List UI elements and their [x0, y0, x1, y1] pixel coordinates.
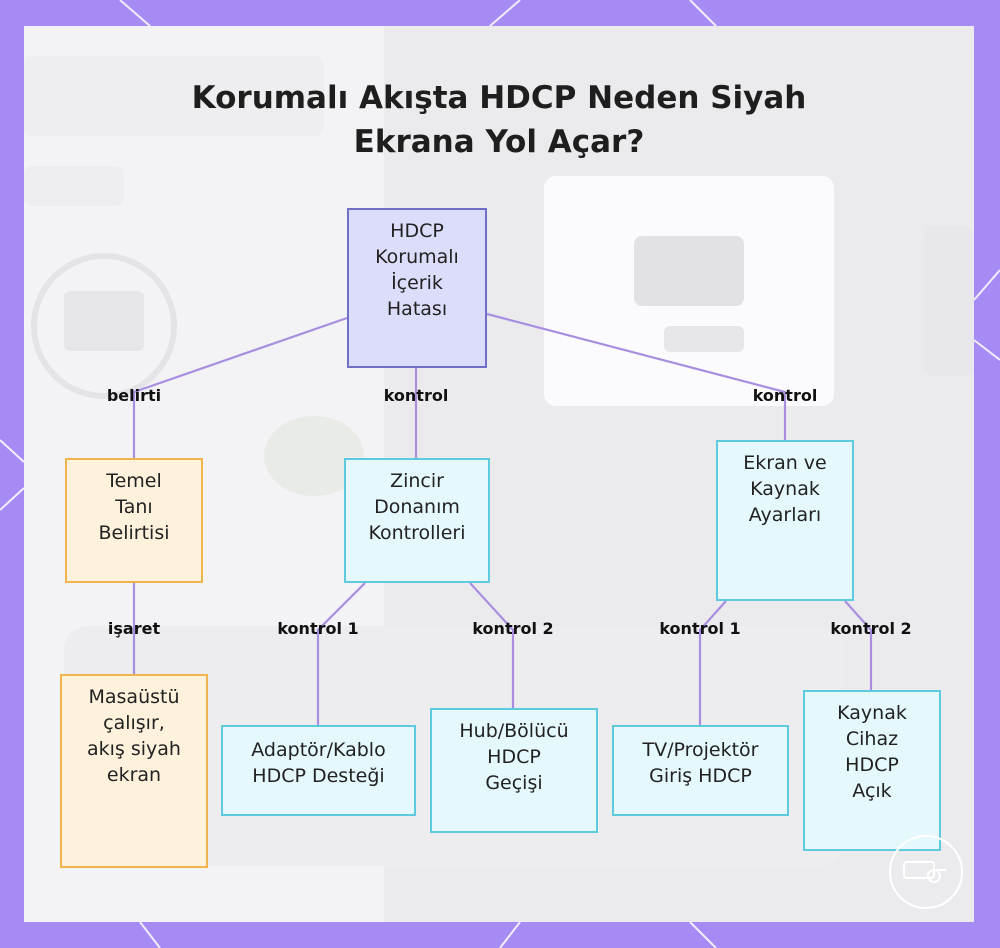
node-display-source-settings: Ekran ve Kaynak Ayarları: [716, 440, 854, 601]
edge-label-display-source: kontrol 2: [830, 619, 911, 638]
edge-root-symptom: [134, 318, 347, 458]
edge-root-display: [487, 314, 785, 440]
edge-label-chain-adapter: kontrol 1: [277, 619, 358, 638]
node-adapter-cable: Adaptör/Kablo HDCP Desteği: [221, 725, 416, 816]
edge-label-root-display: kontrol: [753, 386, 818, 405]
node-root-hdcp-error: HDCP Korumalı İçerik Hatası: [347, 208, 487, 368]
edge-label-chain-hub: kontrol 2: [472, 619, 553, 638]
node-source-device: Kaynak Cihaz HDCP Açık: [803, 690, 941, 851]
edge-label-belirti: belirti: [107, 386, 161, 405]
edge-chain-hub: [470, 583, 513, 708]
node-basic-symptom: Temel Tanı Belirtisi: [65, 458, 203, 583]
edge-display-source: [845, 601, 871, 690]
node-tv-projector: TV/Projektör Giriş HDCP: [612, 725, 789, 816]
corner-logo-icon: [884, 834, 968, 910]
node-chain-hardware: Zincir Donanım Kontrolleri: [344, 458, 490, 583]
edge-label-isaret: işaret: [108, 619, 160, 638]
edge-label-root-chain: kontrol: [384, 386, 449, 405]
node-hub-splitter: Hub/Bölücü HDCP Geçişi: [430, 708, 598, 833]
edge-chain-adapter: [318, 583, 365, 725]
edge-label-display-tv: kontrol 1: [659, 619, 740, 638]
node-desktop-works: Masaüstü çalışır, akış siyah ekran: [60, 674, 208, 868]
